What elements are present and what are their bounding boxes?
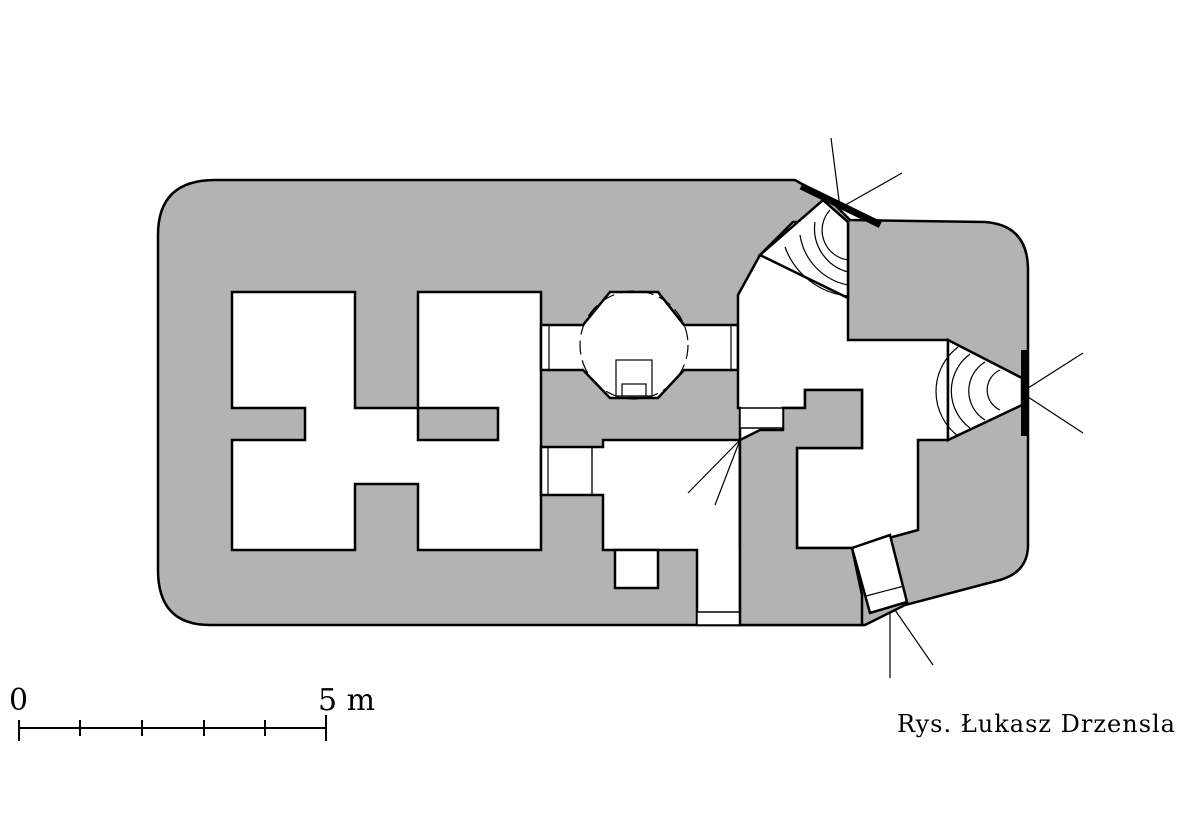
sightline-top-2 <box>839 172 903 209</box>
embrasure-right-arc-1 <box>986 369 1001 411</box>
sightline-bottom-2 <box>894 609 934 666</box>
scale-start-label: 0 <box>9 683 28 718</box>
embrasure-bottom <box>850 533 909 615</box>
embrasure-top-arc-4 <box>784 246 849 297</box>
embrasure-bottom-line <box>865 585 905 597</box>
scale-end-label: 5 m <box>318 683 375 718</box>
scale-bar: 0 5 m <box>9 683 375 741</box>
crew-room <box>230 290 543 552</box>
sightline-door-2 <box>714 439 741 506</box>
embrasure-right-arc-4 <box>935 346 959 437</box>
sightline-right-1 <box>1024 352 1084 391</box>
periscope-circle <box>579 290 689 400</box>
sightline-top-1 <box>830 137 841 209</box>
niche <box>613 548 660 590</box>
sightline-right-2 <box>1024 394 1084 434</box>
crew-room-alcove <box>416 406 500 442</box>
entrance-door <box>696 611 741 626</box>
embrasure-right-arc-3 <box>950 353 971 429</box>
embrasure-top-arc-1 <box>821 209 849 261</box>
combat-room-door <box>739 407 784 429</box>
shutter-right <box>1021 350 1029 436</box>
embrasure-right-arc-2 <box>968 361 986 421</box>
drawing-credit: Rys. Łukasz Drzensla <box>897 710 1176 738</box>
sightline-door-1 <box>687 439 741 494</box>
embrasure-top-arc-2 <box>813 221 849 273</box>
shutter-top <box>799 183 882 228</box>
embrasure-top-arc-3 <box>799 234 849 286</box>
periscope-step <box>621 383 647 397</box>
